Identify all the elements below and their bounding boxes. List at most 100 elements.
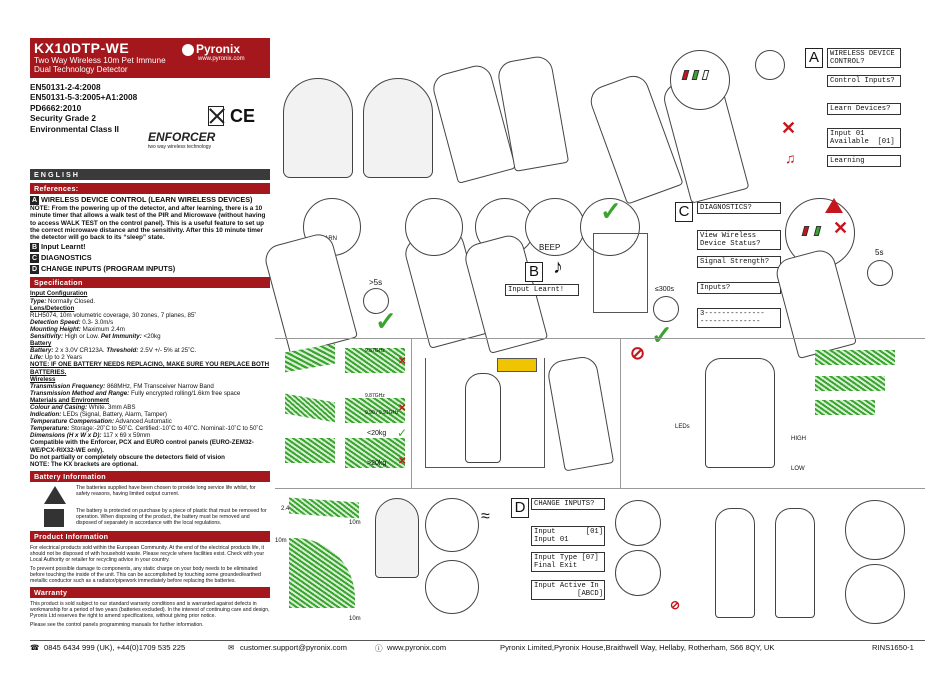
standard-item: Security Grade 2 [30,113,96,124]
diag-timer: 5s [875,248,884,257]
range-label: 10m [275,538,287,544]
row-divider [275,488,925,489]
section-label-b: B [525,262,543,282]
zoom-circle-d5 [845,500,905,560]
beep-label: BEEP [539,243,561,252]
footer-email[interactable]: customer.support@pyronix.com [240,643,347,652]
section-label-a: A [805,48,823,68]
ce-mark: CE [230,106,256,126]
zoom-circle-d1 [425,498,479,552]
lcd-b: Input Learnt! [505,284,579,296]
lcd-a-3: Learn Devices? [827,103,901,115]
weee-bin-icon [208,106,224,126]
check-icon: ✓ [651,320,673,350]
lcd-d-1: CHANGE INPUTS? [531,498,605,510]
language-bar: ENGLISH [30,169,270,180]
standard-item: PD6662:2010 [30,102,82,113]
lcd-a-1: WIRELESS DEVICE CONTROL? [827,48,901,68]
top-coverage [289,538,355,608]
battery-info-2: The battery is protected on purchase by … [30,508,270,528]
sens-coverage-3 [815,400,875,415]
detector-side [715,508,755,618]
spec-heading: Lens/Detection [30,304,75,312]
no-tamper-icon: ⊘ [670,598,681,612]
spec-lens: RLH5074, 10m volumetric coverage, 30 zon… [30,311,197,319]
check-icon: ✓ [375,306,397,336]
footer-doc-ref: RINS1650-1 [872,643,914,652]
footer: ☎ 0845 6434 999 (UK), +44(0)1709 535 225… [30,640,925,654]
lcd-d-4: Input Active In [ABCD] [531,580,605,600]
clock-icon [867,260,893,286]
left-column: KX10DTP-WE Two Way Wireless 10m Pet Immu… [30,38,270,644]
standards-list: EN50131-2-4:2008 EN50131-5-3:2005+A1:200… [30,82,270,134]
subtitle-2: Dual Technology Detector [34,65,128,74]
lcd-c-3: Signal Strength? [697,256,781,268]
zoom-circle-5 [580,198,640,256]
tamper-circle [755,50,785,80]
spec-obscure: Do not partially or completely obscure t… [30,453,225,461]
product-info-1: For electrical products sold within the … [30,544,265,563]
freq-label: 9.87GHz [365,393,385,399]
no-walk-icon: ⊘ [630,343,646,363]
standard-item: Environmental Class II [30,123,119,134]
range-label: 10m [349,520,361,526]
high-label: HIGH [791,436,806,442]
warranty-title: Warranty [30,586,270,598]
references-title: References: [30,183,270,194]
lcd-c-1: DIAGNOSTICS? [697,202,781,214]
range-label: 10m [349,616,361,622]
freq-label: 9.90 / 9.91GHz [365,410,399,416]
bell-icon: ♫ [785,150,796,166]
music-note-icon: ♪ [553,256,563,278]
cross-icon: ✕ [398,356,407,367]
reference-letter: B [30,243,39,253]
footer-phone: 0845 6434 999 (UK), +44(0)1709 535 225 [44,643,186,652]
spec-heading: Wireless [30,375,56,383]
warning-icon [825,198,843,213]
brand-mark-icon [182,43,194,56]
title-bar: KX10DTP-WE Two Way Wireless 10m Pet Immu… [30,38,270,78]
warranty-2: Please see the control panels programmin… [30,621,204,628]
spec-brackets: NOTE: The KX brackets are optional. [30,460,138,468]
esd-warning-icon [44,508,64,527]
sens-coverage-1 [815,350,895,365]
zoom-circle-d4 [615,550,661,596]
wave-icon: ≈ [481,508,490,525]
brand-name: Pyronix [196,42,241,56]
detector-diagnostic [773,246,857,360]
specification-body: Input Configuration Type: Normally Close… [30,290,270,468]
reference-label: Input Learnt! [41,242,86,252]
check-icon: ✓ [600,196,622,226]
freq-label: 9.87GHz [365,348,385,354]
drill-icon [497,358,537,372]
pet-under: <20kg [367,430,387,437]
lcd-d-3: Input Type [07] Final Exit [531,552,605,572]
spec-heading: Materials and Environment [30,396,110,404]
leds-label: LEDs [675,424,690,430]
detector-sensitivity [705,358,775,468]
col-divider [620,338,621,488]
sens-coverage-2 [815,376,885,391]
footer-web[interactable]: www.pyronix.com [387,643,447,652]
specification-title: Specification [30,277,270,289]
web-icon: ⓘ [375,644,383,653]
zoom-circle-2 [405,198,463,256]
zoom-circle [670,50,730,110]
detector-bracket [545,354,615,472]
brand-logo: Pyronix www.pyronix.com [182,42,268,66]
coverage-4 [345,348,405,373]
lcd-d-2: Input [01] Input 01 [531,526,605,546]
reference-letter: A [30,196,39,205]
lcd-c-4: Inputs? [697,282,781,294]
col-divider [411,338,412,488]
room-elevation [425,358,545,468]
coverage-6 [345,438,405,468]
side-coverage [289,497,359,519]
no-tamper-icon: ✕ [781,118,797,138]
battery-info-title: Battery Information [30,470,270,482]
detector-bracket-2 [775,508,815,618]
lcd-c-2: View Wireless Device Status? [697,230,781,250]
coverage-2 [285,393,335,423]
